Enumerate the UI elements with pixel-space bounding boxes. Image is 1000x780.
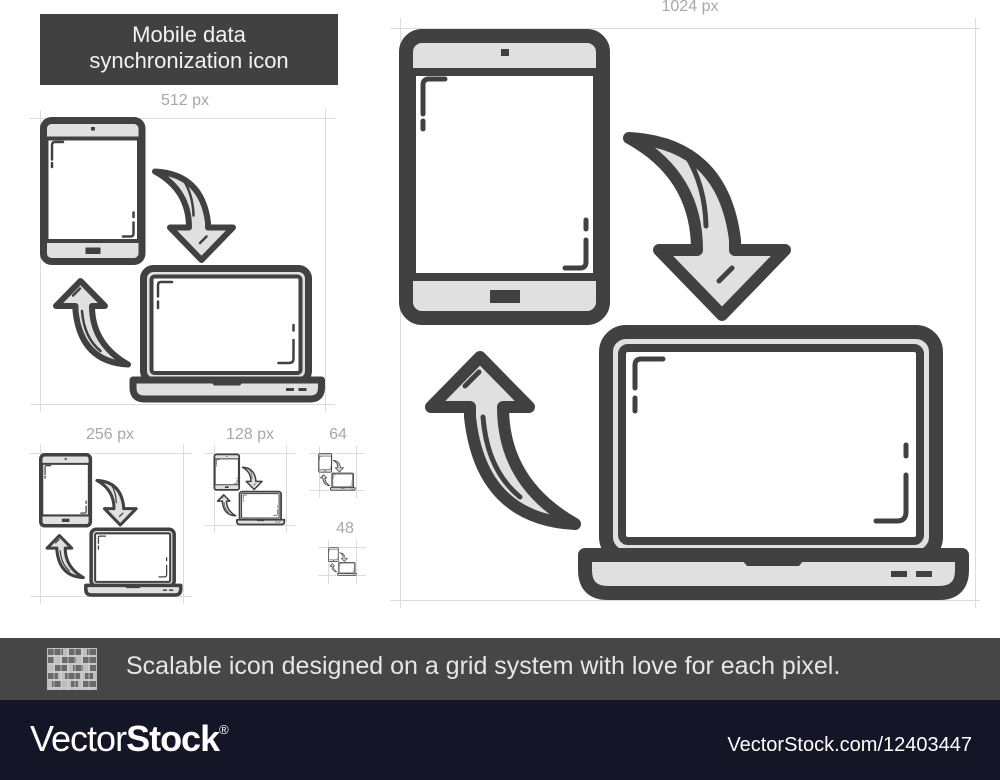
guide-line bbox=[356, 540, 357, 584]
guide-line bbox=[975, 18, 976, 608]
guide-line bbox=[40, 110, 41, 412]
guide-line bbox=[325, 110, 326, 412]
sync-icon-256 bbox=[38, 452, 184, 598]
guide-line bbox=[390, 600, 980, 601]
guide-line bbox=[30, 404, 335, 405]
sync-icon-1024 bbox=[395, 25, 975, 605]
sync-icon-48 bbox=[328, 547, 357, 576]
brand-bold: Stock bbox=[126, 718, 220, 759]
sync-icon-512 bbox=[38, 115, 328, 405]
size-label-256: 256 px bbox=[85, 426, 135, 443]
size-label-64: 64 bbox=[329, 426, 347, 443]
guide-line bbox=[318, 547, 366, 548]
brand-logo[interactable]: VectorStock® bbox=[30, 718, 229, 760]
image-id-link[interactable]: VectorStock.com/12403447 bbox=[727, 734, 972, 756]
guide-line bbox=[328, 540, 329, 584]
sync-icon-64 bbox=[318, 453, 356, 491]
grid-icon bbox=[47, 648, 97, 690]
size-label-128: 128 px bbox=[225, 426, 275, 443]
guide-line bbox=[205, 453, 295, 454]
guide-line bbox=[400, 18, 401, 608]
sync-icon-128 bbox=[213, 453, 286, 526]
registered-mark: ® bbox=[219, 722, 229, 737]
guide-line bbox=[390, 28, 980, 29]
title-line-2: synchronization icon bbox=[89, 48, 289, 73]
title-box: Mobile data synchronization icon bbox=[40, 14, 338, 85]
title-line-1: Mobile data bbox=[132, 22, 246, 47]
guide-line bbox=[30, 118, 335, 119]
brand-light: Vector bbox=[30, 718, 127, 759]
guide-line bbox=[205, 525, 295, 526]
guide-line bbox=[356, 446, 357, 498]
banner-text: Scalable icon designed on a grid system … bbox=[126, 652, 841, 680]
info-banner bbox=[0, 638, 1000, 700]
footer-bar bbox=[0, 700, 1000, 780]
guide-line bbox=[30, 453, 192, 454]
size-label-48: 48 bbox=[336, 520, 354, 537]
size-label-512: 512 px bbox=[160, 92, 210, 109]
size-label-1024: 1024 px bbox=[661, 0, 719, 15]
guide-line bbox=[286, 445, 287, 533]
guide-line bbox=[310, 453, 365, 454]
guide-line bbox=[183, 444, 184, 604]
